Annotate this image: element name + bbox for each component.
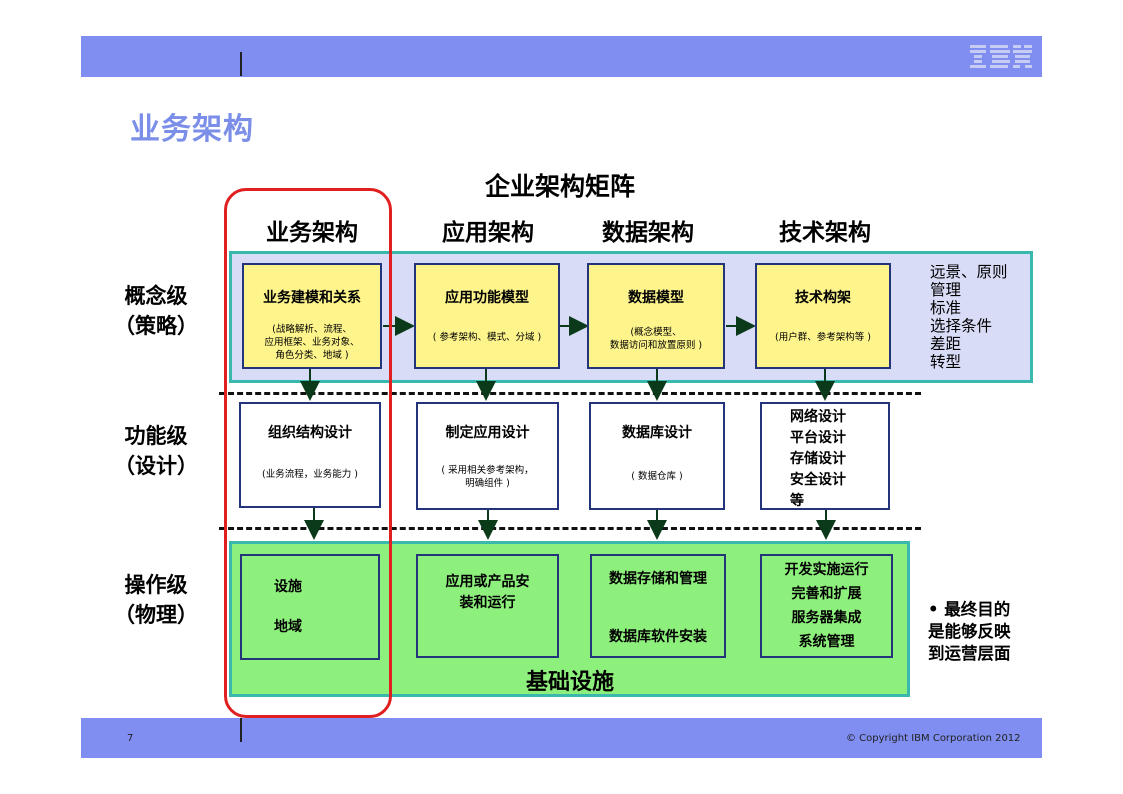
concept-box-business-sub-3: 角色分类、地域 ) — [275, 350, 349, 361]
concept-side-item: 远景、原则 — [930, 263, 1008, 281]
functional-box-technology: 网络设计 平台设计 存储设计 安全设计 等 — [760, 402, 890, 510]
functional-box-data-title: 数据库设计 — [622, 425, 692, 441]
level-divider-2 — [219, 527, 921, 530]
concept-box-data-sub-2: 数据访问和放置原则 ) — [609, 340, 703, 351]
concept-box-technology-sub: (用户群、参考架构等 ) — [775, 332, 871, 343]
header-divider — [240, 52, 242, 76]
page-number: 7 — [127, 733, 134, 744]
functional-box-data-sub: ( 数据仓库 ) — [631, 471, 683, 482]
concept-box-data-sub-1: (概念模型、 — [630, 327, 682, 338]
functional-tech-line: 存储设计 — [790, 451, 846, 467]
level-divider-1 — [219, 392, 921, 395]
functional-box-business-sub: (业务流程，业务能力 ) — [262, 469, 358, 480]
concept-box-technology: 技术构架 (用户群、参考架构等 ) — [755, 263, 891, 369]
operational-business-line-2: 地域 — [274, 619, 302, 635]
row-header-operational-line2: （物理） — [114, 603, 198, 627]
concept-box-application-sub: ( 参考架构、模式、分域 ) — [432, 332, 542, 343]
concept-box-application-title: 应用功能模型 — [445, 290, 529, 306]
column-header-business: 业务架构 — [266, 220, 358, 246]
footer-divider — [240, 718, 242, 742]
operational-tech-line: 服务器集成 — [791, 610, 862, 626]
operational-tech-line: 系统管理 — [798, 634, 855, 650]
goal-note-line: 到运营层面 — [928, 644, 1011, 663]
functional-tech-line: 网络设计 — [790, 409, 846, 425]
operational-box-application: 应用或产品安 装和运行 — [416, 554, 559, 658]
functional-box-data: 数据库设计 ( 数据仓库 ) — [589, 402, 725, 510]
copyright-text: © Copyright IBM Corporation 2012 — [846, 733, 1021, 744]
operational-application-line-1: 应用或产品安 — [445, 574, 530, 590]
operational-tech-line: 开发实施运行 — [784, 562, 869, 578]
column-header-technology: 技术架构 — [779, 220, 871, 246]
ibm-logo — [970, 45, 1032, 68]
operational-data-line-2: 数据库软件安装 — [609, 629, 707, 645]
functional-box-business: 组织结构设计 (业务流程，业务能力 ) — [239, 402, 381, 508]
functional-box-application-title: 制定应用设计 — [445, 425, 530, 441]
foundation-label: 基础设施 — [525, 670, 614, 695]
concept-side-item: 差距 — [930, 335, 962, 353]
operational-data-line-1: 数据存储和管理 — [609, 571, 707, 587]
row-header-operational: 操作级 （物理） — [96, 570, 216, 630]
concept-side-item: 管理 — [930, 281, 962, 299]
concept-box-business-title: 业务建模和关系 — [263, 290, 361, 306]
operational-box-business: 设施 地域 — [240, 554, 380, 660]
functional-tech-line: 平台设计 — [790, 430, 846, 446]
concept-side-item: 选择条件 — [930, 317, 993, 335]
row-header-concept: 概念级 （策略） — [96, 281, 216, 341]
functional-tech-line: 等 — [790, 493, 804, 509]
slide-title: 业务架构 — [130, 112, 254, 147]
operational-box-technology: 开发实施运行 完善和扩展 服务器集成 系统管理 — [760, 554, 893, 658]
row-header-operational-line1: 操作级 — [124, 573, 188, 597]
concept-side-item: 标准 — [930, 299, 962, 317]
operational-application-line-2: 装和运行 — [459, 595, 516, 611]
concept-side-item: 转型 — [930, 353, 962, 371]
functional-box-application-sub-2: 明确组件 ) — [465, 478, 510, 489]
row-header-concept-line1: 概念级 — [124, 284, 188, 308]
concept-box-technology-title: 技术构架 — [795, 290, 851, 306]
goal-note: • 最终目的 是能够反映 到运营层面 — [928, 599, 1011, 665]
header-band — [81, 36, 1042, 77]
functional-box-business-title: 组织结构设计 — [268, 425, 352, 441]
operational-tech-line: 完善和扩展 — [791, 586, 862, 602]
functional-box-application: 制定应用设计 ( 采用相关参考架构， 明确组件 ) — [416, 402, 559, 510]
row-header-functional-line2: （设计） — [114, 454, 198, 478]
business-architecture-highlight — [224, 188, 392, 718]
row-header-functional-line1: 功能级 — [124, 424, 188, 448]
concept-box-business-sub-1: (战略解析、流程、 — [272, 324, 352, 335]
row-header-functional: 功能级 （设计） — [96, 421, 216, 481]
concept-box-data: 数据模型 (概念模型、 数据访问和放置原则 ) — [587, 263, 725, 369]
goal-note-line: • 最终目的 — [928, 600, 1011, 619]
concept-box-business: 业务建模和关系 (战略解析、流程、 应用框架、业务对象、 角色分类、地域 ) — [242, 263, 382, 369]
row-header-concept-line2: （策略） — [114, 314, 198, 338]
concept-box-application: 应用功能模型 ( 参考架构、模式、分域 ) — [414, 263, 560, 369]
matrix-title: 企业架构矩阵 — [484, 172, 635, 201]
concept-box-business-sub-2: 应用框架、业务对象、 — [264, 337, 360, 348]
concept-box-data-title: 数据模型 — [628, 290, 684, 306]
concept-side-list: 远景、原则 管理 标准 选择条件 差距 转型 — [930, 263, 1008, 371]
goal-note-line: 是能够反映 — [928, 622, 1011, 641]
column-header-application: 应用架构 — [442, 220, 534, 246]
operational-box-data: 数据存储和管理 数据库软件安装 — [590, 554, 726, 658]
functional-box-application-sub-1: ( 采用相关参考架构， — [441, 465, 534, 476]
functional-tech-line: 安全设计 — [790, 472, 846, 488]
column-header-data: 数据架构 — [602, 220, 694, 246]
operational-business-line-1: 设施 — [274, 579, 302, 595]
